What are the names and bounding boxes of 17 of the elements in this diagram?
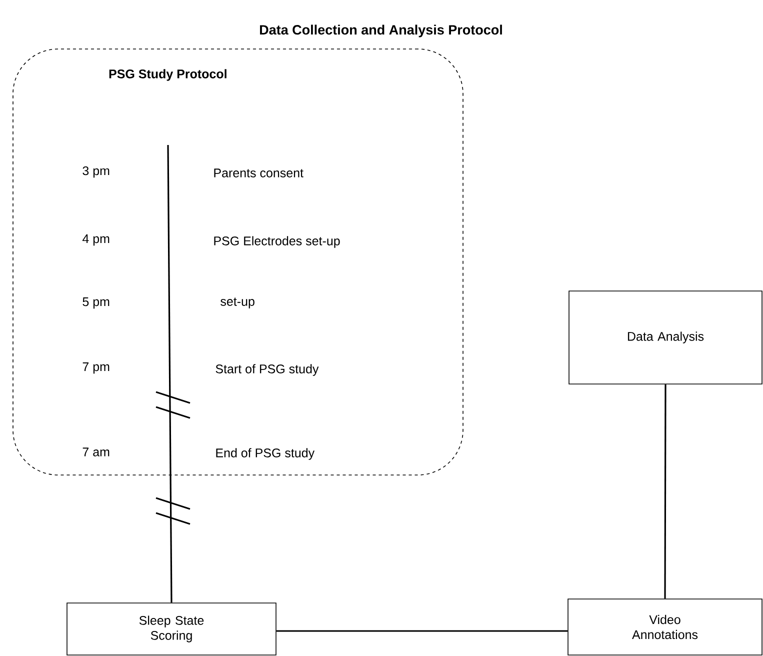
connector-line bbox=[276, 630, 568, 632]
time-label: 5 pm bbox=[82, 297, 110, 309]
process-box: Data Analysis bbox=[568, 290, 762, 384]
process-box: Video Annotations bbox=[568, 598, 762, 656]
time-label: 7 pm bbox=[82, 362, 110, 374]
time-label: 3 pm bbox=[82, 166, 110, 178]
event-label: set-up bbox=[220, 298, 254, 308]
process-box: Sleep State Scoring bbox=[66, 602, 276, 656]
event-label: End of PSG study bbox=[216, 448, 315, 460]
event-label: PSG Electrodes set-up bbox=[214, 236, 340, 248]
connector-line bbox=[664, 384, 666, 599]
connector-line bbox=[167, 144, 172, 603]
title: Data Collection and Analysis Protocol bbox=[260, 24, 502, 38]
event-label: Start of PSG study bbox=[216, 364, 319, 376]
time-label: 4 pm bbox=[82, 234, 110, 246]
time-label: 7 am bbox=[82, 448, 110, 456]
event-label: Parents consent bbox=[214, 168, 304, 178]
